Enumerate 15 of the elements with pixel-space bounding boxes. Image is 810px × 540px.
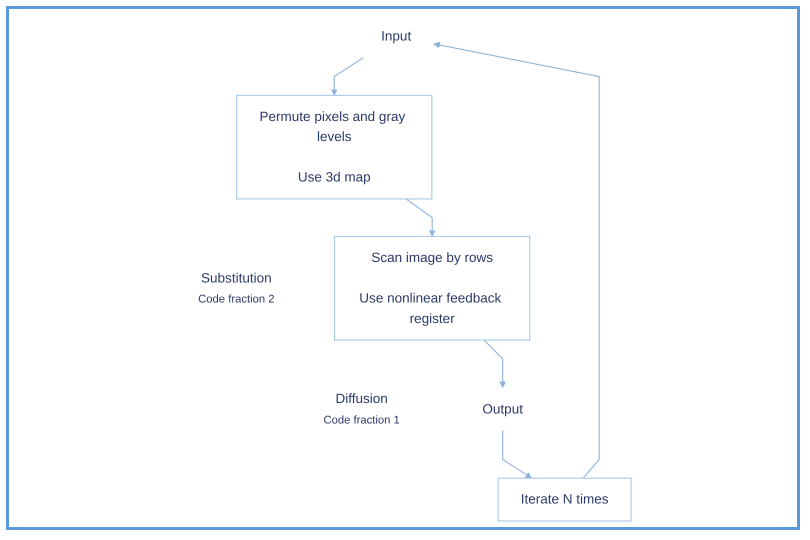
node-label: Code fraction 1: [323, 414, 400, 426]
node-box: [497, 478, 632, 522]
arrow: [405, 198, 436, 237]
arrow: [330, 57, 364, 96]
node-text: Input: [380, 28, 411, 44]
node-label: Code fraction 2: [198, 292, 274, 306]
arrow: [483, 340, 506, 388]
diagram-frame: Input Permute pixels and gray levels Use 3d map Substitution Code fraction 2 Iterate N times Scan image by rows Use nonlinear feedback register Diffusion Code fraction 1 Output: [6, 6, 800, 530]
node-label: Diffusion: [335, 391, 388, 406]
node-box: [236, 94, 432, 200]
arrow: [433, 42, 600, 479]
node-text: Output: [482, 401, 523, 416]
node-label: Substitution: [200, 270, 272, 286]
arrow: [502, 430, 532, 478]
node-box: [334, 236, 530, 341]
